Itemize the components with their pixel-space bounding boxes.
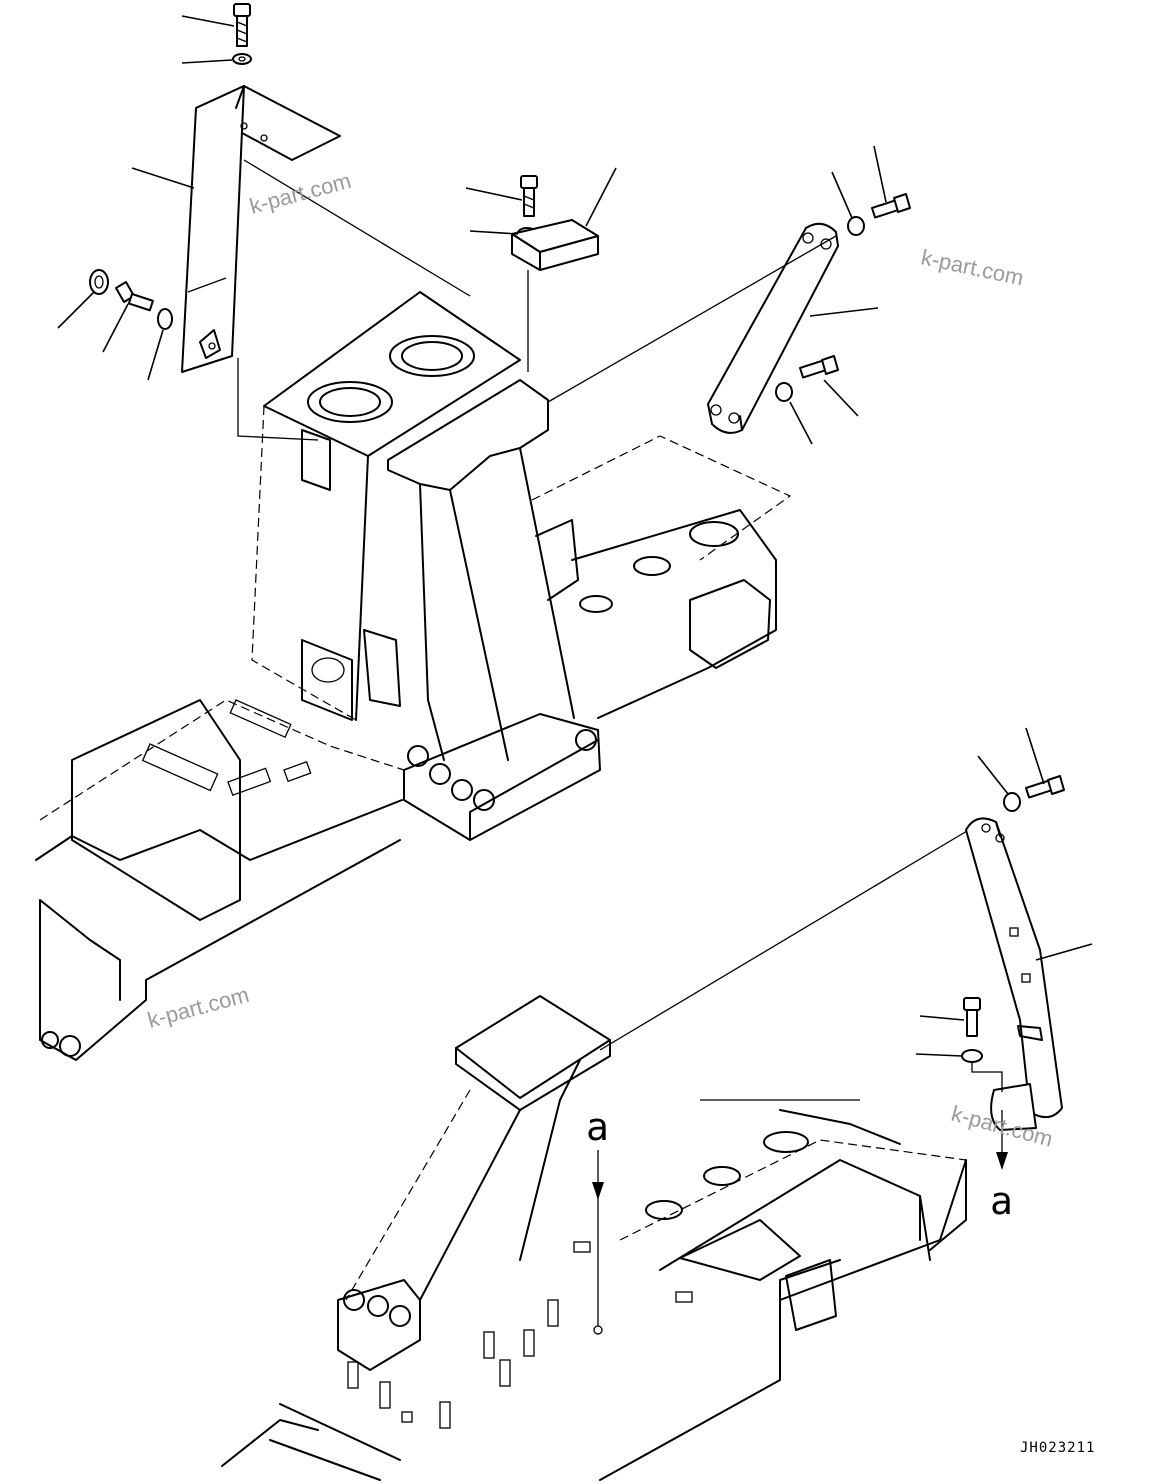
stay-upper-hw bbox=[847, 193, 911, 236]
clip-bracket bbox=[511, 219, 599, 271]
lower-frame bbox=[221, 995, 967, 1481]
view-ref-bottom: a bbox=[990, 1179, 1013, 1223]
center-bolt bbox=[520, 175, 538, 217]
top-washer bbox=[232, 53, 252, 65]
l-bracket bbox=[181, 85, 341, 373]
upper-frame bbox=[35, 291, 792, 1061]
long-stay bbox=[965, 817, 1063, 1131]
lower-small-blocks bbox=[347, 1241, 693, 1429]
view-ref-top: a bbox=[586, 1105, 609, 1149]
top-bolt bbox=[233, 3, 251, 47]
flat-stay bbox=[707, 222, 839, 434]
watermark: k-part.com bbox=[247, 168, 354, 219]
stay-bottom-bolt bbox=[961, 997, 983, 1063]
side-bolt-set bbox=[89, 269, 173, 330]
watermark: k-part.com bbox=[145, 982, 252, 1033]
drawing-code: JH023211 bbox=[1020, 1440, 1095, 1456]
watermark: k-part.com bbox=[919, 244, 1026, 290]
stay-top-hw bbox=[1003, 775, 1065, 812]
stay-lower-hw bbox=[775, 355, 839, 402]
